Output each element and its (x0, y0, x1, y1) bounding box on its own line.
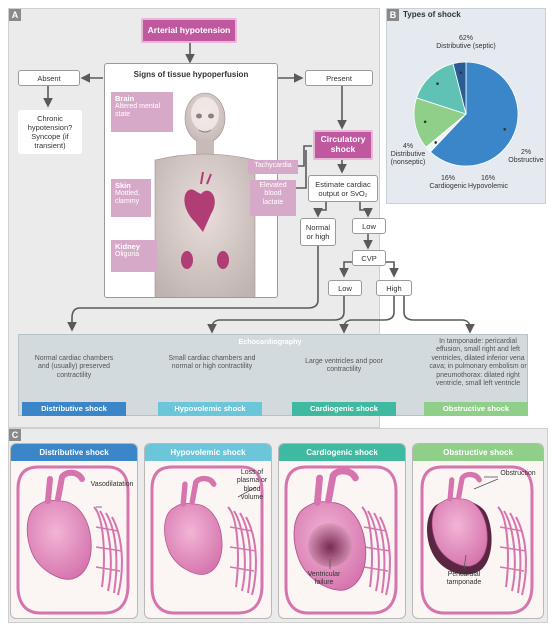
estimate-cardiac-output-box: Estimate cardiac output or SvO₂ (308, 175, 378, 202)
kidney-title: Kidney (115, 242, 141, 251)
output-low-box: Low (352, 218, 386, 234)
elevated-lactate-label: Elevated blood lactate (250, 180, 296, 216)
pie-leader-dot-1 (434, 141, 437, 144)
echocardiography-title: Echocardiography (238, 337, 302, 346)
skin-title: Skin (115, 181, 131, 190)
chronic-hypotension-box: Chronic hypotension? Syncope (if transie… (18, 110, 82, 154)
human-figure-illustration (154, 92, 256, 297)
pie-title: Types of shock (403, 10, 461, 19)
echo-distributive-text: Normal cardiac chambers and (usually) pr… (34, 355, 114, 379)
pie-leader-dot-4 (459, 71, 463, 75)
pie-slice-cardiogenic (416, 63, 467, 115)
ventricular-failure-label: Ventricular failure (307, 571, 341, 587)
pie-slice-distributive-septic (429, 61, 519, 167)
skin-label: Skin Mottled, clammy (111, 179, 151, 217)
normal-or-high-box: Normal or high (300, 218, 336, 246)
present-box: Present (305, 70, 373, 86)
echo-obstructive-text: In tamponade: pericardial effusion, smal… (429, 338, 527, 388)
pie-slice-hypovolemic (413, 97, 467, 148)
cvp-low-box: Low (328, 280, 362, 296)
obstructive-shock-header: Obstructive shock (413, 444, 543, 461)
signs-title: Signs of tissue hypoperfusion (133, 70, 249, 79)
brain-label: Brain Altered mental state (111, 92, 173, 132)
brain-title: Brain (115, 94, 135, 103)
obstructive-shock-bar: Obstructive shock (424, 402, 528, 416)
echo-cardiogenic-text: Large ventricles and poor contractility (305, 358, 383, 374)
pie-leader-dot-2 (423, 120, 427, 124)
skin-text: Mottled, clammy (115, 190, 140, 206)
pie-label-0: 62%Distributive (septic) (436, 35, 496, 50)
types-of-shock-pie-chart: 62%Distributive (septic) 2%Obstructive 16%… (391, 35, 544, 190)
arterial-hypotension-box: Arterial hypotension (141, 18, 237, 43)
pie-label-4: 4%Distributive(nonseptic) (391, 143, 426, 166)
tachycardia-label: Tachycardia (248, 160, 298, 174)
hypovolemic-shock-bar: Hypovolemic shock (158, 402, 262, 416)
cardiogenic-shock-header: Cardiogenic shock (279, 444, 405, 461)
loss-of-volume-label: Loss of plasma or blood volume (236, 469, 268, 501)
circulatory-shock-box: Circulatory shock (313, 130, 373, 160)
pie-label-2: 16%Hypovolemic (468, 175, 509, 190)
absent-box: Absent (18, 70, 80, 86)
cvp-high-box: High (376, 280, 412, 296)
pie-label-1: 2%Obstructive (508, 149, 544, 164)
cvp-box: CVP (352, 250, 386, 266)
pericardial-tamponade-label: Pericardial tamponade (446, 571, 482, 587)
hypovolemic-shock-header: Hypovolemic shock (145, 444, 271, 461)
panel-c-tag: C (9, 429, 21, 441)
signs-box: Signs of tissue hypoperfusion Brain Alte… (104, 63, 278, 298)
echo-hypovolemic-text: Small cardiac chambers and normal or hig… (168, 355, 256, 371)
kidney-label: Kidney Oliguria (111, 240, 157, 272)
vasodilatation-label: Vasodilatation (90, 481, 134, 488)
kidney-text: Oliguria (115, 251, 140, 258)
panel-a-tag: A (9, 9, 21, 21)
distributive-shock-bar: Distributive shock (22, 402, 126, 416)
pie-leader-dot-0 (503, 128, 506, 131)
panel-b-tag: B (387, 9, 399, 21)
pie-leader-dot-3 (436, 82, 439, 85)
pie-label-3: 16%Cardiogenic (429, 175, 467, 190)
cardiogenic-shock-bar: Cardiogenic shock (292, 402, 396, 416)
pie-slice-distributive-nonseptic (452, 61, 467, 115)
brain-text: Altered mental state (115, 103, 161, 119)
distributive-shock-header: Distributive shock (11, 444, 137, 461)
obstruction-label: Obstruction (500, 470, 536, 477)
